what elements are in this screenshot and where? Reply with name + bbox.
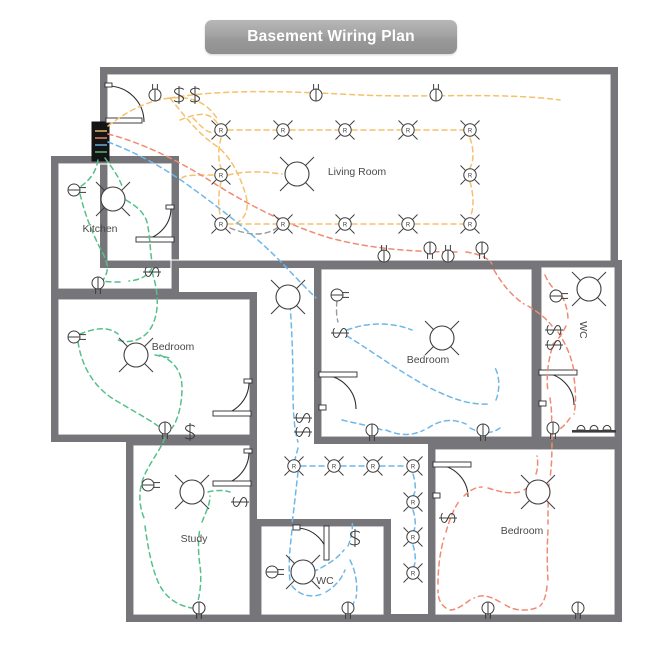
page-title-banner: Basement Wiring Plan <box>205 20 457 54</box>
ceiling-light-symbol[interactable] <box>424 320 460 356</box>
ceiling-light-symbol[interactable] <box>279 156 315 192</box>
recessed-light-symbol[interactable]: R <box>460 165 480 185</box>
duplex-outlet-symbol[interactable] <box>549 289 569 303</box>
circuit-right-wing <box>107 133 577 611</box>
room-label-wc-center: WC <box>316 575 334 587</box>
wall-switch-symbol[interactable] <box>293 413 313 423</box>
svg-text:R: R <box>343 128 348 134</box>
recessed-light-symbol[interactable]: R <box>460 214 480 234</box>
recessed-light-symbol[interactable]: R <box>211 214 231 234</box>
svg-text:R: R <box>292 464 297 470</box>
room-label-bedroom-right: Bedroom <box>501 525 544 537</box>
ceiling-light-symbol[interactable] <box>571 271 607 307</box>
wall-switch-symbol[interactable] <box>185 422 195 442</box>
duplex-outlet-symbol[interactable] <box>475 241 489 260</box>
duplex-outlet-symbol[interactable] <box>148 83 162 102</box>
ceiling-light-symbol[interactable] <box>118 337 154 373</box>
svg-text:R: R <box>281 222 286 228</box>
ceiling-light-symbol[interactable] <box>95 181 131 217</box>
duplex-outlet-symbol[interactable] <box>67 183 87 197</box>
wall-bedroom-left <box>51 292 257 442</box>
room-label-wc-right: WC <box>577 321 589 339</box>
svg-text:R: R <box>411 464 416 470</box>
wall-switch-symbol[interactable] <box>544 340 564 350</box>
ceiling-light-symbol[interactable] <box>270 279 306 315</box>
recessed-light-symbol[interactable]: R <box>273 214 293 234</box>
duplex-outlet-symbol[interactable] <box>141 478 161 492</box>
recessed-light-symbol[interactable]: R <box>284 456 304 476</box>
duplex-outlet-symbol[interactable] <box>441 244 455 263</box>
svg-text:R: R <box>371 464 376 470</box>
circuit-bedroom-wc <box>107 141 501 613</box>
recessed-light-symbol[interactable]: R <box>211 120 231 140</box>
duplex-outlet-symbol[interactable] <box>429 83 443 102</box>
room-label-bedroom-left: Bedroom <box>152 341 195 353</box>
svg-text:R: R <box>219 128 224 134</box>
recessed-light-symbol[interactable]: R <box>403 563 423 583</box>
duplex-outlet-symbol[interactable] <box>423 241 437 260</box>
vanity-light-bar-symbol[interactable] <box>571 424 617 434</box>
recessed-light-symbol[interactable]: R <box>403 492 423 512</box>
svg-text:R: R <box>406 222 411 228</box>
wall-switch-symbol[interactable] <box>544 325 564 335</box>
room-label-bedroom-middle: Bedroom <box>407 354 450 366</box>
room-label-study: Study <box>181 533 209 545</box>
duplex-outlet-symbol[interactable] <box>309 83 323 102</box>
recessed-light-symbol[interactable]: R <box>398 120 418 140</box>
svg-text:R: R <box>219 222 224 228</box>
recessed-light-symbol[interactable]: R <box>398 214 418 234</box>
recessed-light-symbol[interactable]: R <box>403 456 423 476</box>
recessed-light-symbol[interactable]: R <box>363 456 383 476</box>
recessed-light-symbol[interactable]: R <box>211 165 231 185</box>
ceiling-light-symbol[interactable] <box>174 474 210 510</box>
wall-bedroom-right <box>428 442 622 622</box>
wall-switch-symbol[interactable] <box>293 427 313 437</box>
recessed-lights-group: R R R R R R R R R R R R R R R R R R R <box>211 120 480 583</box>
duplex-outlet-symbol[interactable] <box>330 288 350 302</box>
room-label-kitchen: Kitchen <box>82 223 117 235</box>
recessed-light-symbol[interactable]: R <box>335 120 355 140</box>
room-labels: Living Room Kitchen Bedroom Bedroom Bedr… <box>82 166 589 587</box>
ceiling-light-symbol[interactable] <box>520 474 556 510</box>
recessed-light-symbol[interactable]: R <box>324 456 344 476</box>
wall-switch-symbol[interactable] <box>174 85 184 105</box>
recessed-light-symbol[interactable]: R <box>403 527 423 547</box>
recessed-light-symbol[interactable]: R <box>335 214 355 234</box>
recessed-light-symbol[interactable]: R <box>460 120 480 140</box>
room-label-living-room: Living Room <box>328 166 387 178</box>
svg-text:R: R <box>411 571 416 577</box>
wall-switch-symbol[interactable] <box>438 513 458 523</box>
door-swing-symbol <box>104 82 578 561</box>
page-title: Basement Wiring Plan <box>247 28 415 45</box>
wall-wc-right <box>534 260 622 444</box>
svg-text:R: R <box>332 464 337 470</box>
svg-text:R: R <box>406 128 411 134</box>
wall-switch-symbol[interactable] <box>230 497 250 507</box>
svg-text:R: R <box>468 222 473 228</box>
wall-study <box>126 438 257 622</box>
svg-text:R: R <box>468 173 473 179</box>
wall-switch-symbol[interactable] <box>330 328 350 338</box>
circuit-kitchen-study <box>77 157 231 609</box>
wall-switch-symbol[interactable] <box>350 528 360 548</box>
svg-text:R: R <box>219 173 224 179</box>
duplex-outlet-symbol[interactable] <box>265 565 285 579</box>
svg-text:R: R <box>281 128 286 134</box>
ceiling-light-symbol[interactable] <box>285 554 321 590</box>
circuit-living-room <box>107 90 561 225</box>
svg-text:R: R <box>411 500 416 506</box>
recessed-light-symbol[interactable]: R <box>273 120 293 140</box>
svg-text:R: R <box>343 222 348 228</box>
svg-text:R: R <box>468 128 473 134</box>
electrical-panel-symbol[interactable] <box>91 121 110 162</box>
svg-text:R: R <box>411 535 416 541</box>
